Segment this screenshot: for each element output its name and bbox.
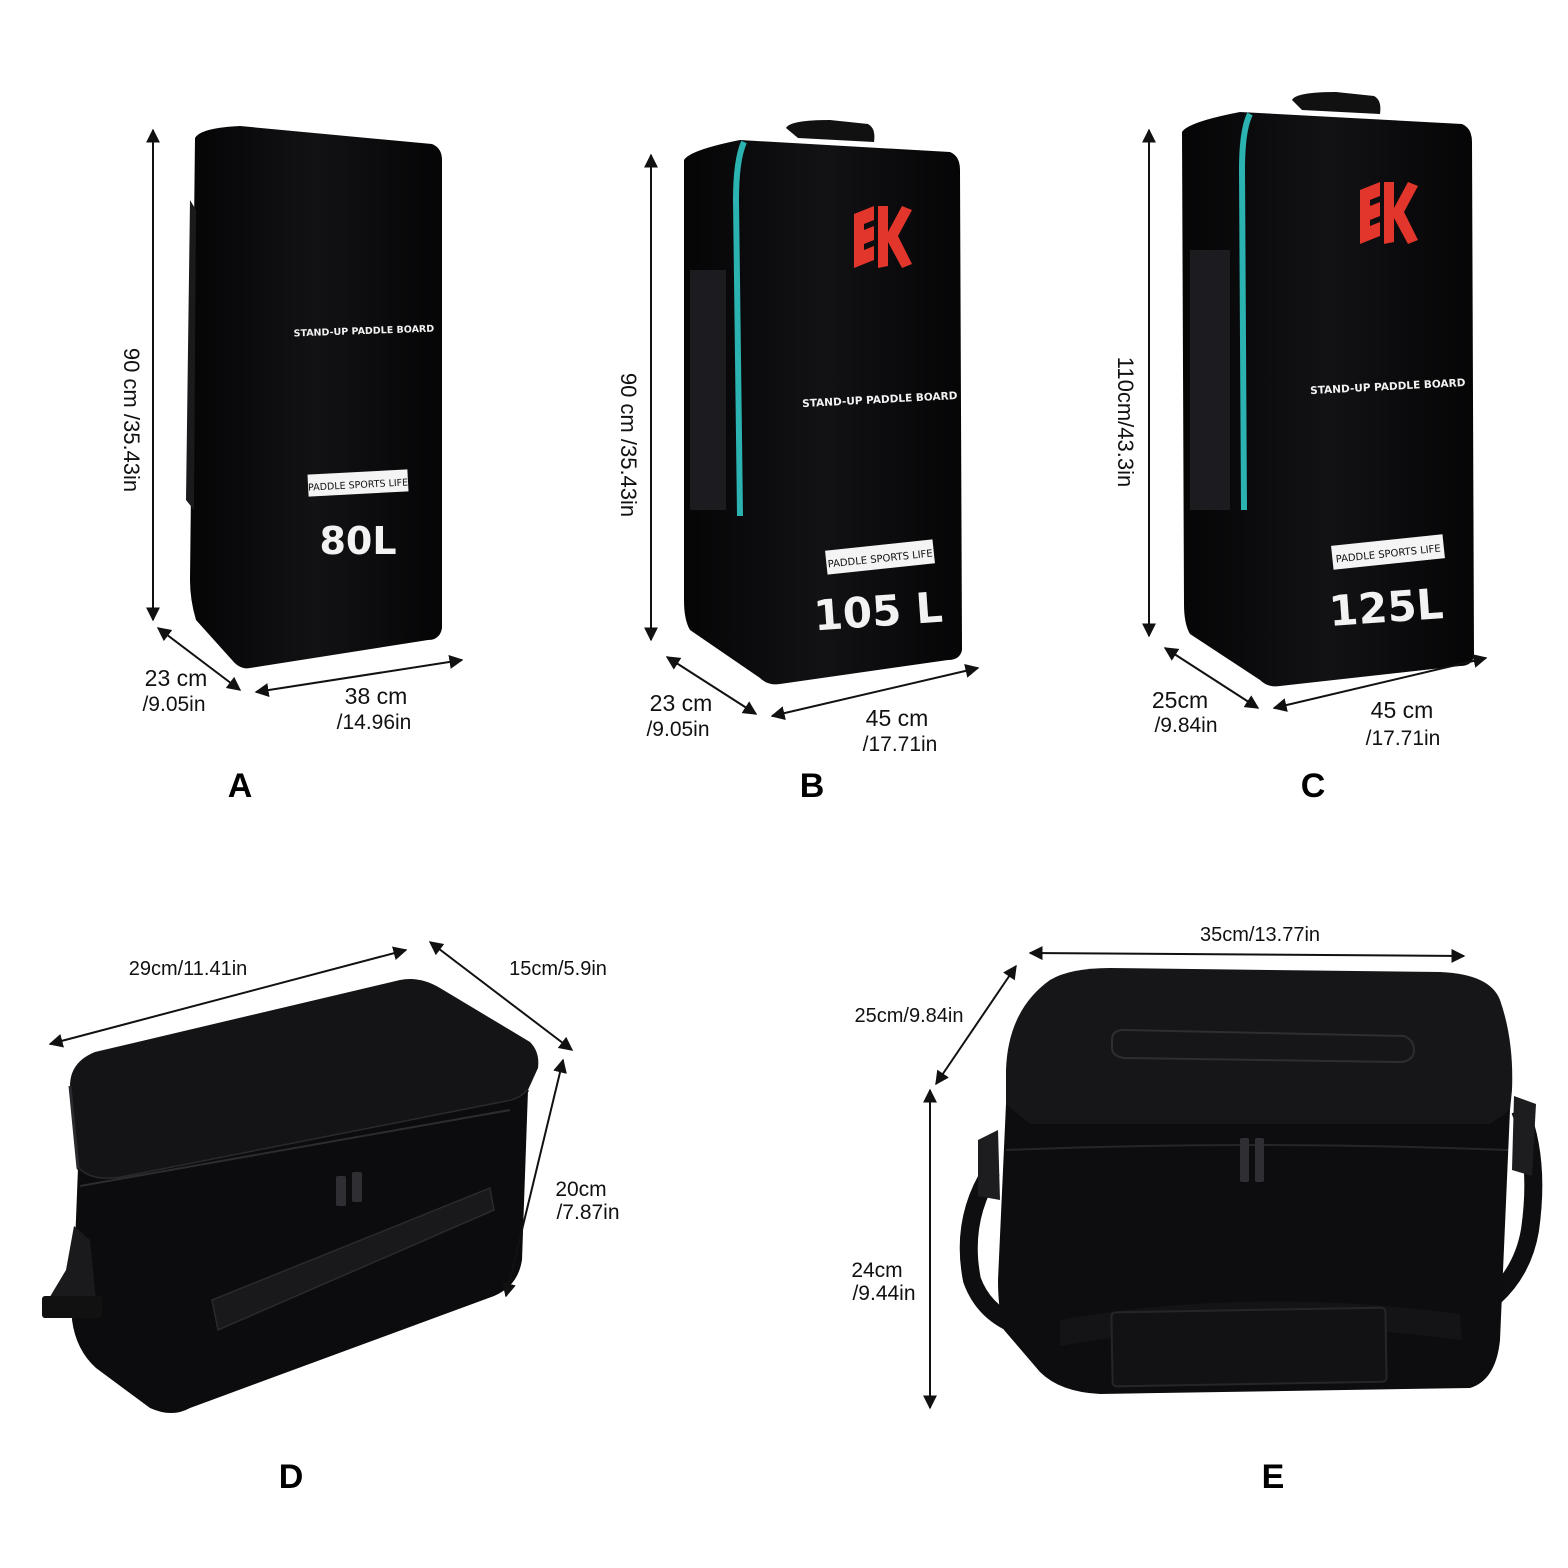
bag-c-width-arrow: [1272, 654, 1488, 712]
bag-c: STAND-UP PADDLE BOARD PADDLE SPORTS LIFE…: [1182, 92, 1474, 687]
bag-b-depth-cm: 23 cm: [650, 690, 713, 716]
bag-c-dimensions: 110cm/43.3in 25cm /9.84in 45 cm /17.71in: [1113, 128, 1488, 750]
ek-logo: [1360, 182, 1418, 244]
bag-b-volume: 105 L: [812, 583, 944, 641]
bag-a-height-label: 90 cm /35.43in: [119, 348, 144, 492]
bag-b-height-label: 90 cm /35.43in: [616, 373, 641, 517]
bag-b-depth-arrow: [665, 656, 758, 715]
bag-d-length-label: 29cm/11.41in: [129, 958, 248, 980]
bag-a-depth-arrow: [156, 627, 242, 691]
bag-c-depth-in: /9.84in: [1154, 714, 1217, 737]
bag-a-tag-text: PADDLE SPORTS LIFE: [308, 477, 409, 493]
bag-a-letter: A: [228, 767, 253, 805]
bag-e-height-in: /9.44in: [852, 1282, 915, 1305]
bag-a-dimensions: 90 cm /35.43in 23 cm /9.05in 38 cm /14.9…: [119, 128, 464, 734]
bag-a-tag: [307, 469, 409, 497]
bag-c-width-cm: 45 cm: [1371, 697, 1434, 723]
bag-a-brand-text: STAND-UP PADDLE BOARD: [293, 324, 434, 340]
bag-b-depth-in: /9.05in: [646, 718, 709, 741]
bag-e-depth-arrow: [935, 964, 1017, 1086]
bag-b-letter: B: [800, 767, 825, 805]
bag-e-width-arrow: [1028, 946, 1466, 963]
bag-d-dimensions: 29cm/11.41in 15cm/5.9in 20cm /7.87in: [48, 941, 620, 1298]
ek-logo: [854, 206, 912, 268]
bag-a-width-in: /14.96in: [337, 711, 412, 734]
bag-b-dimensions: 90 cm /35.43in 23 cm /9.05in 45 cm /17.7…: [616, 153, 980, 756]
bag-c-letter: C: [1301, 767, 1326, 805]
bag-b-width-in: /17.71in: [863, 733, 938, 756]
bag-a-depth-in: /9.05in: [142, 693, 205, 716]
bag-e-depth-label: 25cm/9.84in: [855, 1005, 964, 1027]
bag-c-width-in: /17.71in: [1366, 727, 1441, 750]
bag-c-volume: 125L: [1327, 579, 1445, 636]
bag-e-height-cm: 24cm: [851, 1259, 902, 1282]
bag-b: STAND-UP PADDLE BOARD PADDLE SPORTS LIFE…: [684, 120, 962, 685]
bag-a-width-arrow: [254, 655, 464, 697]
bag-a-depth-cm: 23 cm: [145, 665, 208, 691]
bag-a-volume: 80L: [319, 519, 396, 563]
bag-d-letter: D: [279, 1458, 304, 1496]
bag-e-letter: E: [1262, 1458, 1285, 1496]
bag-b-width-arrow: [770, 664, 980, 720]
bag-c-tag: [1331, 534, 1445, 570]
bag-c-height-label: 110cm/43.3in: [1113, 357, 1138, 487]
bag-e-width-label: 35cm/13.77in: [1200, 924, 1320, 946]
bag-d-depth-label: 15cm/5.9in: [509, 958, 607, 980]
bag-d-height-in: /7.87in: [556, 1201, 619, 1224]
bag-d: [42, 979, 539, 1413]
bag-c-depth-arrow: [1163, 647, 1260, 709]
bag-b-tag: [825, 539, 935, 575]
bag-e: [959, 968, 1543, 1394]
bag-c-depth-cm: 25cm: [1152, 687, 1208, 713]
bag-d-depth-arrow: [428, 941, 574, 1051]
bag-d-height-arrow: [502, 1058, 567, 1298]
bag-b-zipper-accent: [732, 140, 747, 517]
bag-a-width-cm: 38 cm: [345, 683, 408, 709]
bag-e-dimensions: 35cm/13.77in 25cm/9.84in 24cm /9.44in: [851, 924, 1466, 1410]
bag-d-height-cm: 20cm: [555, 1178, 606, 1201]
bag-a: STAND-UP PADDLE BOARD PADDLE SPORTS LIFE…: [186, 126, 442, 669]
bag-b-width-cm: 45 cm: [866, 705, 929, 731]
bag-d-length-arrow: [48, 946, 408, 1048]
bag-c-zipper-accent: [1238, 112, 1253, 511]
